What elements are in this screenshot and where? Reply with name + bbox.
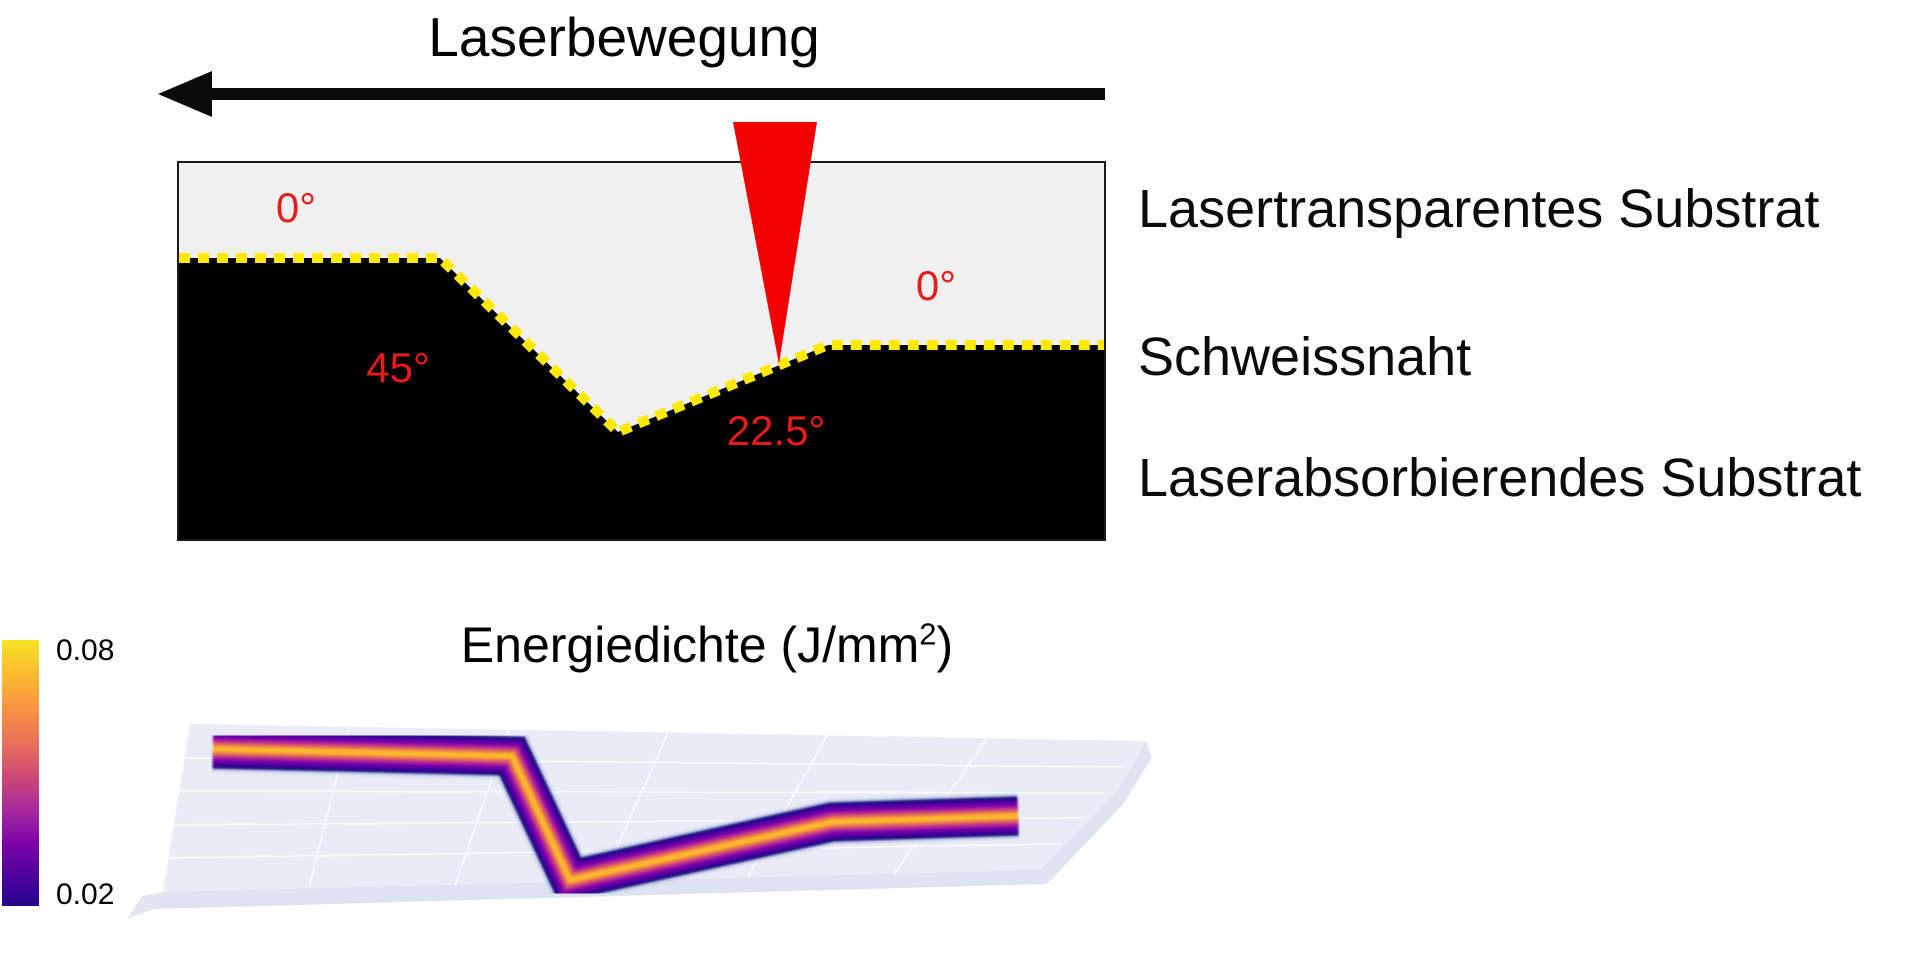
laser-direction-arrow-icon: [158, 71, 1105, 117]
label-absorbing-substrate: Laserabsorbierendes Substrat: [1138, 448, 1862, 508]
angle-label-downslope: 45°: [366, 344, 430, 391]
substrate-cross-section: [177, 122, 1106, 541]
angle-label-upslope: 22.5°: [726, 407, 826, 454]
energy-density-band: [212, 726, 1019, 907]
absorbing-substrate-shape: [179, 258, 1104, 539]
energy-title-suffix: ): [936, 617, 954, 673]
weld-seam-dotted-line: [179, 253, 1104, 438]
surface-side-lower-right: [1040, 792, 1124, 884]
surface-gridlines: [167, 726, 1126, 889]
energy-title-prefix: Energiedichte (J/mm: [460, 617, 920, 673]
laser-movement-title: Laserbewegung: [428, 6, 820, 68]
laser-beam-icon: [733, 122, 817, 364]
surface-side-right: [1117, 741, 1152, 803]
surface-plot: [127, 724, 1152, 919]
colorbar: [2, 640, 39, 906]
energy-plot-title: Energiedichte (J/mm2): [460, 617, 954, 673]
angle-label-flat-left: 0°: [275, 184, 317, 231]
colorbar-min-label: 0.02: [56, 878, 115, 911]
surface-side-left-lip: [127, 892, 163, 919]
label-transparent-substrate: Lasertransparentes Substrat: [1138, 179, 1820, 239]
label-weld-seam: Schweissnaht: [1138, 327, 1472, 387]
angle-label-flat-right: 0°: [915, 262, 957, 309]
colorbar-max-label: 0.08: [56, 634, 115, 667]
energy-title-superscript: 2: [919, 616, 937, 652]
